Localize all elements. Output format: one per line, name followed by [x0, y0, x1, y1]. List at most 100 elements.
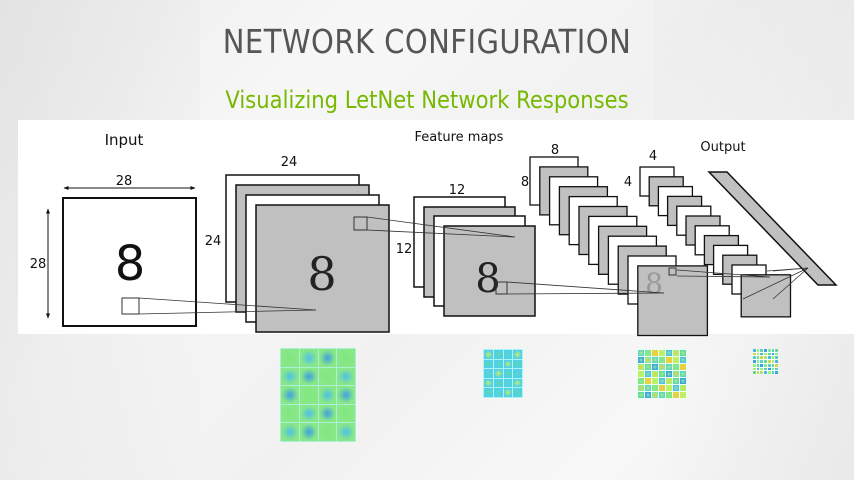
- pool1-responses-cell: [503, 359, 513, 369]
- pool2-responses-cell: [771, 367, 775, 371]
- conv1-responses-cell: [281, 404, 299, 423]
- conv2-responses-cell: [645, 371, 651, 377]
- conv2-responses-cell: [638, 378, 644, 384]
- conv2-responses-cell: [673, 392, 679, 398]
- conv1-digit: 8: [307, 247, 336, 301]
- pool2-height-label: 4: [624, 175, 632, 190]
- conv2-responses-cell: [673, 385, 679, 391]
- slide-title: NETWORK CONFIGURATION: [222, 22, 632, 61]
- conv2-responses-cell: [666, 357, 672, 363]
- conv1-responses-cell: [318, 367, 337, 386]
- conv2-responses-cell: [680, 371, 686, 377]
- conv2-responses-cell: [680, 392, 686, 398]
- conv1-responses-cell: [281, 367, 299, 386]
- pool2-responses-cell: [760, 371, 764, 374]
- pool2-responses-cell: [753, 371, 756, 374]
- pool2-responses-cell: [760, 352, 764, 356]
- conv2-responses-cell: [645, 392, 651, 398]
- input-layer: 28 28 8: [30, 174, 197, 327]
- pool1-responses-cell: [484, 350, 493, 359]
- conv1-responses-cell: [299, 386, 318, 404]
- conv2-responses-cell: [659, 385, 665, 391]
- pool2-responses-cell: [753, 363, 756, 367]
- pool1-responses-cell: [513, 359, 522, 369]
- pool2-responses-cell: [753, 349, 756, 352]
- pool1-responses-cell: [503, 388, 513, 397]
- conv2-responses-cell: [659, 357, 665, 363]
- conv2-responses-cell: [673, 371, 679, 377]
- pool2-width-label: 4: [649, 149, 657, 164]
- input-section-label: Input: [105, 131, 144, 149]
- pool1-responses-cell: [484, 369, 493, 378]
- conv1-responses-cell: [318, 349, 337, 367]
- pool2-responses-cell: [756, 356, 760, 360]
- conv1-layer: 24 24 8: [205, 155, 390, 333]
- pool2-responses-cell: [764, 367, 767, 371]
- conv1-height-label: 24: [205, 234, 222, 249]
- pool2-responses-cell: [756, 371, 760, 374]
- conv2-map-front: [637, 265, 709, 337]
- conv2-responses-cell: [652, 378, 658, 384]
- pool2-responses-cell: [775, 367, 778, 371]
- conv2-responses-cell: [638, 371, 644, 377]
- conv2-responses-cell: [638, 350, 644, 356]
- pool1-responses-cell: [493, 388, 503, 397]
- pool2-responses-cell: [771, 360, 775, 363]
- pool2-responses-cell: [775, 356, 778, 360]
- receptive-field-box: [668, 267, 677, 276]
- conv2-height-label: 8: [521, 175, 529, 190]
- pool1-responses-cell: [493, 369, 503, 378]
- feature-maps-section-label: Feature maps: [415, 130, 504, 145]
- conv2-response-grid: [637, 349, 687, 399]
- conv2-responses-cell: [638, 364, 644, 370]
- input-width-label: 28: [116, 174, 133, 189]
- conv2-responses-cell: [659, 364, 665, 370]
- pool1-responses-cell: [484, 359, 493, 369]
- pool1-responses-cell: [503, 369, 513, 378]
- conv1-responses-cell: [337, 367, 355, 386]
- pool2-responses-cell: [760, 363, 764, 367]
- pool2-responses-cell: [764, 352, 767, 356]
- conv1-responses-cell: [337, 386, 355, 404]
- conv2-responses-cell: [638, 385, 644, 391]
- pool2-responses-cell: [767, 356, 771, 360]
- pool1-layer: 12 12 8: [396, 183, 536, 317]
- pool2-layer: 4 4: [624, 149, 792, 318]
- conv2-responses-cell: [652, 357, 658, 363]
- conv1-responses-cell: [281, 423, 299, 441]
- pool2-responses-cell: [767, 349, 771, 352]
- pool2-responses-cell: [756, 360, 760, 363]
- pool2-responses-cell: [760, 360, 764, 363]
- conv2-responses-cell: [652, 392, 658, 398]
- pool1-responses-cell: [503, 378, 513, 388]
- conv2-responses-cell: [652, 350, 658, 356]
- pool2-responses-cell: [753, 360, 756, 363]
- conv2-responses-cell: [638, 392, 644, 398]
- pool1-responses-cell: [513, 350, 522, 359]
- conv2-layer: 8 8 8: [521, 143, 709, 337]
- pool1-responses-cell: [513, 378, 522, 388]
- pool2-responses-cell: [771, 371, 775, 374]
- conv2-responses-cell: [659, 350, 665, 356]
- pool2-responses-cell: [775, 349, 778, 352]
- pool1-width-label: 12: [449, 183, 466, 198]
- conv2-responses-cell: [645, 385, 651, 391]
- pool2-responses-cell: [764, 349, 767, 352]
- output-section-label: Output: [700, 140, 745, 155]
- conv1-response-grid: [280, 348, 356, 442]
- pool2-responses-cell: [764, 363, 767, 367]
- conv2-responses-cell: [666, 364, 672, 370]
- pool2-responses-cell: [775, 371, 778, 374]
- pool1-responses-cell: [484, 378, 493, 388]
- conv2-responses-cell: [680, 364, 686, 370]
- conv2-responses-cell: [652, 371, 658, 377]
- pool2-responses-cell: [760, 356, 764, 360]
- conv1-responses-cell: [337, 349, 355, 367]
- conv2-responses-cell: [680, 378, 686, 384]
- conv1-responses-cell: [281, 386, 299, 404]
- pool1-responses-cell: [513, 369, 522, 378]
- pool2-responses-cell: [756, 363, 760, 367]
- input-conv1-connections: [122, 297, 317, 315]
- conv2-responses-cell: [645, 350, 651, 356]
